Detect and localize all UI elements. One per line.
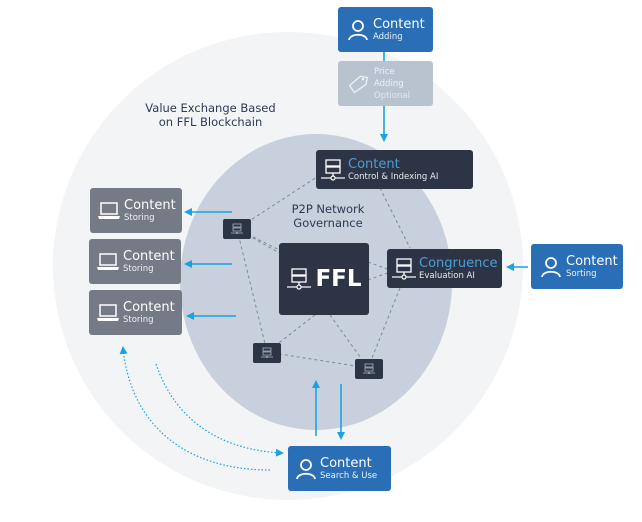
p2p-governance-line-1: P2P Network <box>291 202 365 216</box>
content-search-use-box[interactable]: Content Search & Use <box>288 446 391 491</box>
mesh-link <box>236 174 321 230</box>
congruence-title: Congruence <box>419 255 498 271</box>
content-storing-box[interactable]: Content Storing <box>89 239 181 284</box>
server-icon <box>318 158 348 182</box>
server-icon <box>261 347 273 358</box>
ffl-label: FFL <box>315 266 362 292</box>
content-sorting-subtitle: Sorting <box>566 268 597 279</box>
storing-subtitle: Storing <box>123 314 154 325</box>
search-use-subtitle: Search & Use <box>320 470 378 481</box>
dotted-arrow-user-to-storing <box>119 346 271 471</box>
server-icon <box>231 223 243 234</box>
ffl-core-box[interactable]: FFL <box>279 243 369 315</box>
value-exchange-line-2: on FFL Blockchain <box>158 115 263 129</box>
laptop-icon <box>93 252 123 272</box>
server-icon <box>389 257 419 281</box>
server-icon <box>286 267 312 291</box>
network-node[interactable] <box>355 359 383 379</box>
mesh-link <box>236 228 268 353</box>
content-sorting-title: Content <box>566 253 618 269</box>
control-indexing-title: Content <box>348 156 400 172</box>
storing-title: Content <box>123 248 175 264</box>
mesh-link <box>266 351 369 369</box>
content-adding-subtitle: Adding <box>373 31 403 42</box>
value-exchange-label: Value Exchange Based on FFL Blockchain <box>138 101 283 129</box>
value-exchange-line-1: Value Exchange Based <box>145 101 276 115</box>
p2p-governance-line-2: Governance <box>293 216 363 230</box>
content-sorting-box[interactable]: Content Sorting <box>531 244 623 289</box>
congruence-subtitle: Evaluation AI <box>419 270 475 281</box>
server-icon <box>363 363 375 374</box>
mesh-link <box>367 261 391 271</box>
adding-line: Adding <box>374 78 404 89</box>
user-icon <box>343 19 373 41</box>
network-node[interactable] <box>223 219 251 239</box>
p2p-governance-label: P2P Network Governance <box>282 202 374 230</box>
control-indexing-subtitle: Control & Indexing AI <box>348 171 439 182</box>
content-adding-box[interactable]: Content Adding <box>338 7 433 52</box>
storing-title: Content <box>123 299 175 315</box>
dotted-arrow-storing-to-user <box>155 363 284 457</box>
storing-subtitle: Storing <box>124 212 155 223</box>
user-icon <box>536 256 566 278</box>
optional-line: Optional <box>374 90 410 101</box>
control-indexing-ai-box[interactable]: Content Control & Indexing AI <box>316 150 473 189</box>
laptop-icon <box>93 303 123 323</box>
laptop-icon <box>94 201 124 221</box>
content-storing-box[interactable]: Content Storing <box>89 290 182 335</box>
content-storing-box[interactable]: Content Storing <box>90 188 182 233</box>
congruence-evaluation-ai-box[interactable]: Congruence Evaluation AI <box>387 249 502 288</box>
content-adding-title: Content <box>373 16 425 32</box>
network-node[interactable] <box>253 343 281 363</box>
storing-title: Content <box>124 197 176 213</box>
mesh-link <box>379 187 411 249</box>
mesh-link <box>367 287 401 369</box>
price-line: Price <box>374 66 395 77</box>
mesh-link <box>367 271 391 281</box>
price-tag-icon <box>342 73 374 95</box>
price-adding-box[interactable]: Price Adding Optional <box>338 61 433 106</box>
user-icon <box>292 458 320 480</box>
search-use-title: Content <box>320 455 372 471</box>
storing-subtitle: Storing <box>123 263 154 274</box>
